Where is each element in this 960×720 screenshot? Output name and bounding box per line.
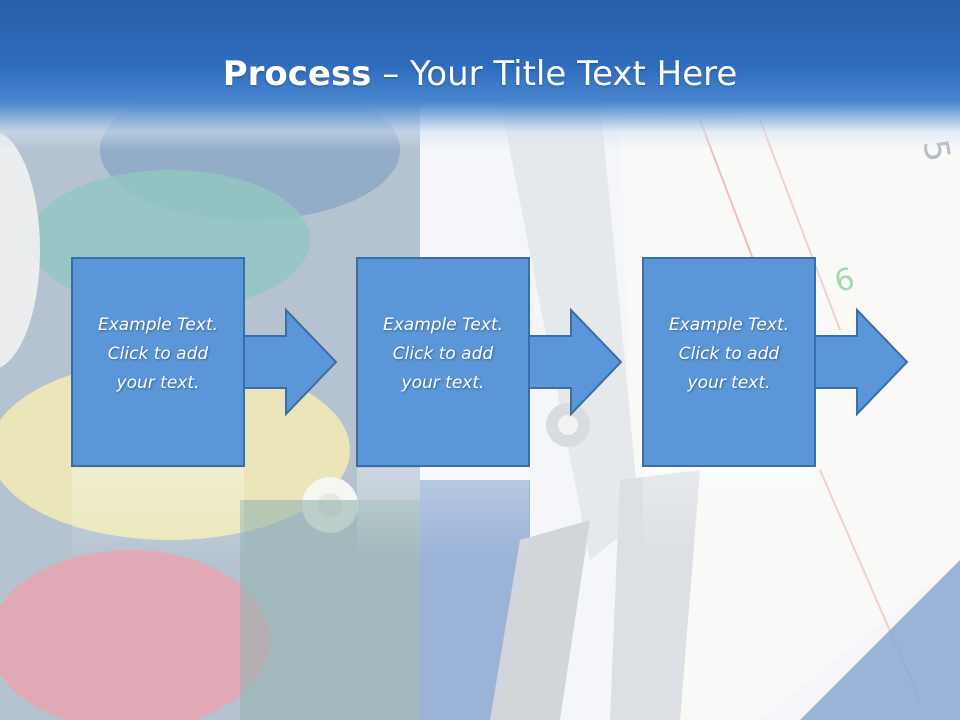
step-2-text[interactable]: Example Text. Click to add your text. <box>357 311 529 398</box>
step-2-line-2: Click to add <box>392 344 494 364</box>
slide-title[interactable]: Process – Your Title Text Here <box>0 52 960 96</box>
step-3-text[interactable]: Example Text. Click to add your text. <box>643 311 815 398</box>
step-2-box <box>356 257 530 467</box>
step-3-arrow <box>814 307 909 417</box>
red-spool <box>0 550 270 720</box>
process-step-1[interactable] <box>71 257 338 560</box>
step-3-line-2: Click to add <box>678 344 780 364</box>
step-1-arrow <box>243 307 338 417</box>
step-3-line-3: your text. <box>687 373 771 393</box>
step-1-box <box>71 257 245 467</box>
step-1-text[interactable]: Example Text. Click to add your text. <box>72 311 244 398</box>
step-3-reflection <box>643 468 815 560</box>
measuring-tape <box>0 132 40 368</box>
step-2-line-3: your text. <box>401 373 485 393</box>
step-1-line-2: Click to add <box>107 344 209 364</box>
step-3-box <box>642 257 816 467</box>
step-2-line-1: Example Text. <box>382 315 504 335</box>
step-1-line-3: your text. <box>116 373 200 393</box>
step-3-line-1: Example Text. <box>668 315 790 335</box>
step-1-reflection <box>72 468 244 560</box>
step-2-reflection <box>357 468 529 560</box>
process-step-3[interactable] <box>642 257 909 560</box>
step-2-arrow <box>528 307 623 417</box>
title-rest: – Your Title Text Here <box>371 54 738 94</box>
process-step-2[interactable] <box>356 257 623 560</box>
step-1-line-1: Example Text. <box>97 315 219 335</box>
title-bar <box>0 0 960 150</box>
title-bold: Process <box>222 54 372 94</box>
